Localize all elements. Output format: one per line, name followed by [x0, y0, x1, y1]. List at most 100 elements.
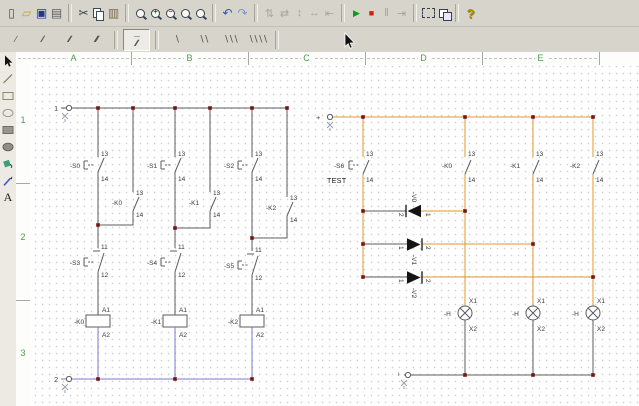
save-floppy-icon: ▣: [35, 6, 48, 20]
copy-button[interactable]: [91, 3, 106, 23]
redo-arrow-icon: ↷: [237, 6, 248, 20]
toolbar-separator: [455, 4, 459, 22]
toolbar-separator: [212, 4, 216, 22]
row-1-label: 1: [20, 115, 26, 125]
pen-icon: [3, 175, 13, 186]
filled-ellipse-tool[interactable]: [2, 140, 15, 153]
schematic-canvas[interactable]: [30, 66, 639, 406]
row-ruler: 1 2 3: [16, 66, 31, 406]
magnifier-plus-icon: +: [151, 8, 160, 18]
selection-window-icon: [422, 8, 435, 18]
contact-nc-2-button[interactable]: ∖∖: [198, 34, 209, 44]
contact-nc-3-button[interactable]: ∖∖∖: [223, 34, 238, 44]
column-d: D: [365, 52, 483, 65]
printer-icon: ▤: [50, 6, 63, 20]
column-a: A: [16, 52, 132, 65]
redo-button[interactable]: ↷: [235, 3, 250, 23]
drawing-tool-palette: A: [0, 52, 17, 406]
flip-vertical-icon: ↕: [296, 7, 303, 19]
rectangle-tool[interactable]: [2, 89, 15, 102]
cursor-arrow-icon: [5, 55, 13, 67]
fill-color-tool[interactable]: [2, 157, 15, 170]
rectangle-outline-icon: [2, 91, 14, 100]
zoom-previous-button[interactable]: [193, 3, 208, 23]
step-forward-icon: ⇥: [396, 7, 407, 20]
row-divider: [16, 183, 30, 184]
cascade-windows-icon: [439, 8, 452, 21]
paste-button[interactable]: ▥: [106, 3, 121, 23]
contact-nc-4-button[interactable]: ∖∖∖∖: [248, 34, 268, 44]
toolbar-separator: [114, 30, 118, 49]
simulate-stop-button[interactable]: ■: [364, 3, 379, 23]
rotate-right-button[interactable]: ⇄: [277, 3, 292, 23]
simulate-start-button[interactable]: ▶: [349, 3, 364, 23]
text-tool-label: A: [3, 190, 13, 204]
stop-icon: ■: [368, 8, 375, 18]
contact-no-4-button[interactable]: ∕∕∕∕: [95, 34, 98, 44]
line-icon: [3, 73, 13, 83]
copy-icon: [93, 8, 104, 21]
toolbar-separator: [341, 4, 345, 22]
undo-button[interactable]: ↶: [220, 3, 235, 23]
pause-icon: ‖: [384, 7, 389, 19]
flip-horizontal-button[interactable]: ↔: [307, 3, 322, 23]
magnifier-minus-icon: −: [166, 8, 175, 18]
text-tool[interactable]: A: [2, 191, 15, 204]
pen-tool[interactable]: [2, 174, 15, 187]
zoom-redraw-button[interactable]: [133, 3, 148, 23]
row-3-label: 3: [20, 348, 26, 358]
contact-no-3-button[interactable]: ∕∕∕: [68, 34, 72, 44]
align-icon: ⇤: [324, 7, 335, 20]
column-header-ruler: A B C D E: [16, 52, 639, 67]
symbol-toolbar: ∕ ∕∕ ∕∕∕ ∕∕∕∕ ··· ∕∕∕ ∖ ∖∖ ∖∖∖ ∖∖∖∖: [0, 27, 639, 53]
column-b: B: [131, 52, 249, 65]
contact-no-2-button[interactable]: ∕∕: [41, 34, 44, 44]
new-button[interactable]: ▯: [4, 3, 19, 23]
toolbar-separator: [413, 4, 417, 22]
cascade-windows-button[interactable]: [436, 3, 452, 23]
relay-3-contacts-button[interactable]: ··· ∕∕∕: [123, 28, 150, 51]
simulate-step-button[interactable]: ⇥: [394, 3, 409, 23]
rotate-right-icon: ⇄: [279, 7, 290, 20]
ellipse-outline-icon: [2, 108, 14, 117]
line-tool[interactable]: [2, 72, 15, 85]
help-icon: ?: [466, 5, 475, 21]
magnifier-back-icon: [196, 8, 205, 18]
play-icon: ▶: [353, 7, 360, 18]
zoom-in-button[interactable]: +: [148, 3, 163, 23]
contact-nc-1-button[interactable]: ∖: [174, 34, 180, 44]
toolbar-separator: [155, 30, 159, 49]
toolbar-separator: [68, 4, 72, 22]
undo-arrow-icon: ↶: [222, 6, 233, 20]
selection-window-button[interactable]: [421, 3, 436, 23]
open-folder-icon: ▱: [21, 6, 32, 20]
magnifier-page-icon: [181, 8, 190, 18]
select-tool[interactable]: [2, 55, 15, 68]
row-2-label: 2: [20, 232, 26, 242]
new-file-icon: ▯: [8, 6, 15, 20]
filled-rectangle-tool[interactable]: [2, 123, 15, 136]
save-button[interactable]: ▣: [34, 3, 49, 23]
ellipse-tool[interactable]: [2, 106, 15, 119]
simulate-pause-button[interactable]: ‖: [379, 3, 394, 23]
print-button[interactable]: ▤: [49, 3, 64, 23]
scissors-icon: ✂: [78, 6, 89, 20]
zoom-out-button[interactable]: −: [163, 3, 178, 23]
zoom-page-button[interactable]: [178, 3, 193, 23]
contact-no-1-button[interactable]: ∕: [15, 34, 17, 44]
column-c: C: [248, 52, 366, 65]
toolbar-separator: [125, 4, 129, 22]
open-button[interactable]: ▱: [19, 3, 34, 23]
help-button[interactable]: ?: [463, 3, 478, 23]
row-divider: [16, 300, 30, 301]
rotate-left-button[interactable]: ⇅: [262, 3, 277, 23]
rectangle-filled-icon: [2, 125, 14, 134]
rotate-left-icon: ⇅: [264, 7, 275, 20]
align-button[interactable]: ⇤: [322, 3, 337, 23]
magnifier-icon: [136, 8, 145, 18]
cut-button[interactable]: ✂: [76, 3, 91, 23]
ellipse-filled-icon: [2, 142, 14, 151]
toolbar-separator: [275, 30, 279, 49]
flip-vertical-button[interactable]: ↕: [292, 3, 307, 23]
